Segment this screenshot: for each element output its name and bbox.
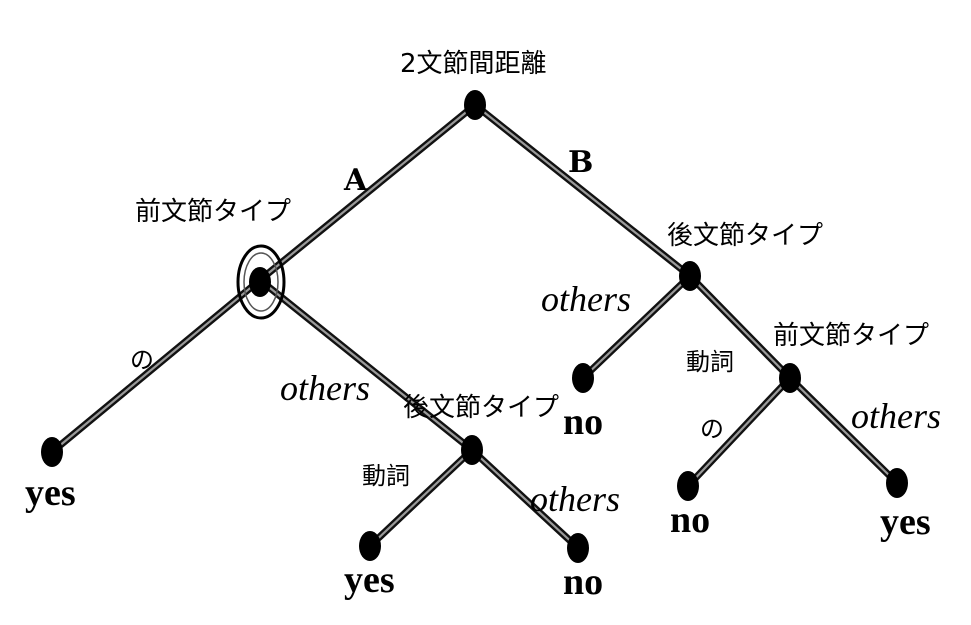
leaf-label-yes-right: yes bbox=[880, 501, 931, 543]
leaf-node-yes-left bbox=[41, 437, 63, 467]
leaf-node-no-right bbox=[677, 471, 699, 501]
leaf-label-no-right: no bbox=[670, 499, 710, 541]
leaf-node-no-mid bbox=[567, 533, 589, 563]
leaf-label-yes-mid: yes bbox=[344, 559, 395, 601]
node-labels: 2文節間距離 前文節タイプ 後文節タイプ 後文節タイプ 前文節タイプ bbox=[135, 49, 929, 423]
leaf-node-no-mid-top bbox=[572, 363, 594, 393]
edge-label-no-lower-right: の bbox=[700, 415, 724, 443]
node-root bbox=[464, 90, 486, 120]
label-left-lower-internal: 後文節タイプ bbox=[403, 393, 559, 423]
leaf-label-no-mid-top: no bbox=[563, 401, 603, 443]
edge-label-verb-right: 動詞 bbox=[686, 348, 734, 376]
edge-label-others-left: others bbox=[280, 368, 370, 408]
edge-label-no-left: の bbox=[130, 346, 154, 374]
edge-label-others-lower-right: others bbox=[851, 396, 941, 436]
leaf-label-no-mid: no bbox=[563, 561, 603, 603]
edge-label-a: A bbox=[343, 163, 368, 198]
edge-labels: A B の others others 動詞 動詞 others の other… bbox=[130, 145, 941, 519]
leaf-label-yes-left: yes bbox=[25, 472, 76, 514]
edge-label-others-lower: others bbox=[530, 479, 620, 519]
node-left-lower-internal bbox=[461, 435, 483, 465]
nodes bbox=[41, 90, 908, 563]
edge-label-b: B bbox=[568, 145, 593, 180]
label-right-lower-internal: 前文節タイプ bbox=[773, 321, 929, 351]
edge-label-others-right: others bbox=[541, 279, 631, 319]
label-right-internal: 後文節タイプ bbox=[667, 221, 823, 251]
label-root: 2文節間距離 bbox=[400, 49, 547, 79]
node-right-lower-internal bbox=[779, 363, 801, 393]
node-left-internal bbox=[249, 267, 271, 297]
label-left-internal: 前文節タイプ bbox=[135, 197, 291, 227]
leaf-labels: yes no yes no no yes bbox=[25, 401, 931, 603]
highlight-ring bbox=[236, 244, 286, 320]
leaf-node-yes-mid bbox=[359, 531, 381, 561]
edges bbox=[48, 101, 901, 552]
node-right-internal bbox=[679, 261, 701, 291]
leaf-node-yes-right bbox=[886, 468, 908, 498]
edge-label-verb-lower: 動詞 bbox=[362, 462, 410, 490]
